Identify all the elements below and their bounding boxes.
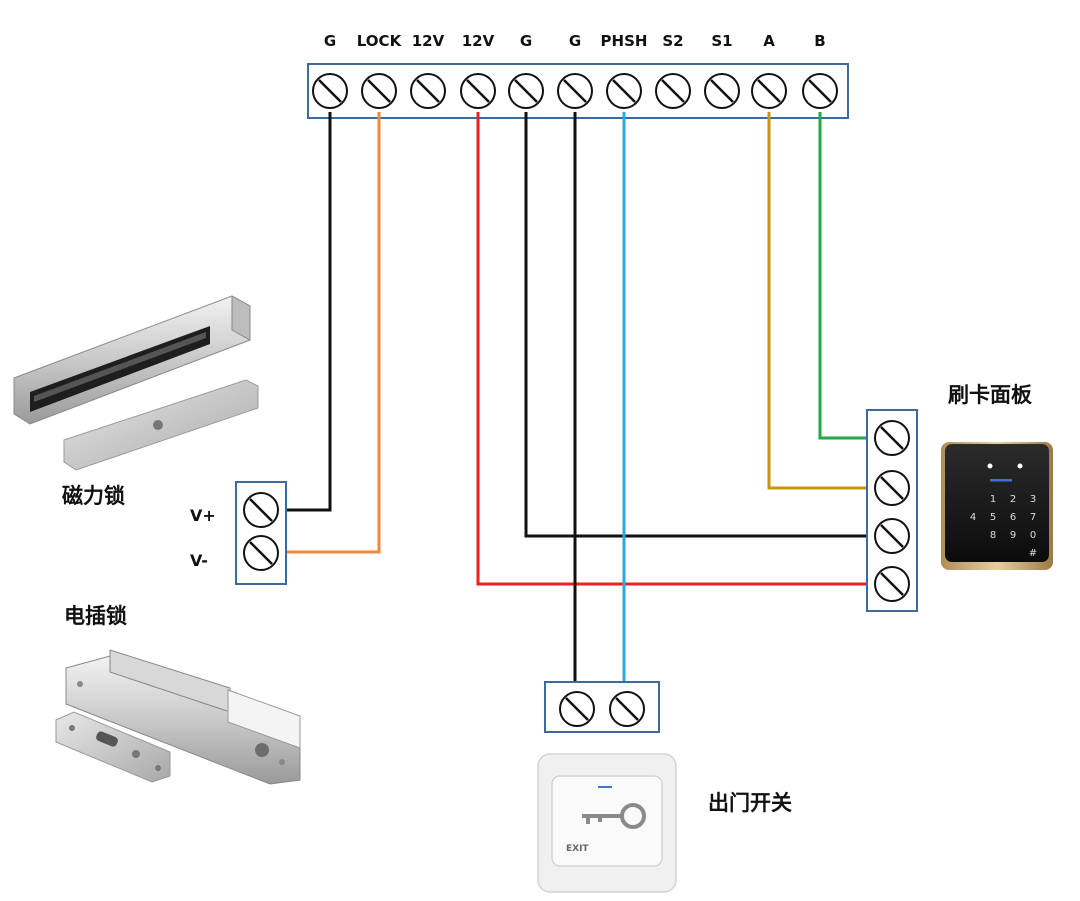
maglock-pin-vplus-label: V+ [190, 506, 216, 525]
terminal-screw-10 [802, 73, 838, 109]
maglock-image [13, 295, 259, 471]
exit-terminal [544, 681, 660, 733]
keypad-key-8: 8 [990, 530, 996, 541]
terminal-screw-0 [312, 73, 348, 109]
bolt-lock-title: 电插锁 [64, 604, 127, 628]
terminal-label-3: 12V [462, 32, 495, 50]
keypad-keys: 1 2 3 4 5 6 7 8 9 0 # [970, 494, 1037, 559]
reader-title: 刷卡面板 [948, 383, 1033, 407]
terminal-screw-3 [460, 73, 496, 109]
card-reader-image: 1 2 3 4 5 6 7 8 9 0 # [941, 442, 1053, 570]
keypad-key-3: 3 [1030, 494, 1036, 505]
terminal-screw-9 [751, 73, 787, 109]
exit-button-image: EXIT [537, 753, 677, 893]
keypad-key-#: # [1029, 548, 1037, 559]
reader-screw-4 [874, 566, 910, 602]
wire-a-to-reader [767, 112, 868, 490]
terminal-label-2: 12V [412, 32, 445, 50]
keypad-key-0: 0 [1030, 530, 1036, 541]
terminal-screw-7 [655, 73, 691, 109]
terminal-label-8: S1 [711, 32, 732, 50]
maglock-screw-vminus [243, 535, 279, 571]
wire-lock-to-maglock-vminus [285, 112, 381, 554]
maglock-screw-vplus [243, 492, 279, 528]
terminal-label-0: G [324, 32, 336, 50]
keypad-key-7: 7 [1030, 512, 1036, 523]
reader-screw-1 [874, 420, 910, 456]
exit-screw-2 [609, 691, 645, 727]
wire-12v-to-reader [476, 112, 868, 586]
keypad-key-6: 6 [1010, 512, 1016, 523]
terminal-label-10: B [814, 32, 825, 50]
maglock-title: 磁力锁 [62, 484, 125, 508]
exit-button-title: 出门开关 [708, 791, 792, 815]
bolt-lock-image [55, 649, 301, 785]
keypad-key-1: 1 [990, 494, 996, 505]
exit-label: EXIT [566, 844, 589, 854]
terminal-labels: G LOCK 12V 12V G G PHSH S2 S1 A B [324, 32, 826, 50]
terminal-screw-4 [508, 73, 544, 109]
wires [285, 112, 868, 686]
terminal-label-7: S2 [662, 32, 683, 50]
main-terminal-block: G LOCK 12V 12V G G PHSH S2 S1 A B [307, 32, 849, 119]
keypad-key-2: 2 [1010, 494, 1016, 505]
terminal-screw-2 [410, 73, 446, 109]
terminal-screw-1 [361, 73, 397, 109]
maglock-pin-vminus-label: V- [190, 551, 208, 570]
wire-g-to-reader [524, 112, 868, 538]
terminal-label-5: G [569, 32, 581, 50]
terminal-label-9: A [763, 32, 775, 50]
terminal-label-1: LOCK [357, 32, 403, 50]
wire-b-to-reader [818, 112, 868, 440]
exit-screw-1 [559, 691, 595, 727]
terminal-screw-6 [606, 73, 642, 109]
reader-screw-2 [874, 470, 910, 506]
keypad-key-4: 4 [970, 512, 976, 523]
maglock-terminal: V+ V- [190, 481, 287, 585]
reader-screw-3 [874, 518, 910, 554]
terminal-label-4: G [520, 32, 532, 50]
reader-terminal [866, 409, 918, 612]
terminal-screw-5 [557, 73, 593, 109]
keypad-key-9: 9 [1010, 530, 1016, 541]
terminal-screw-8 [704, 73, 740, 109]
keypad-key-5: 5 [990, 512, 996, 523]
terminal-label-6: PHSH [601, 32, 648, 50]
terminal-screws [312, 73, 838, 109]
wire-g-to-maglock-vplus [285, 112, 332, 512]
